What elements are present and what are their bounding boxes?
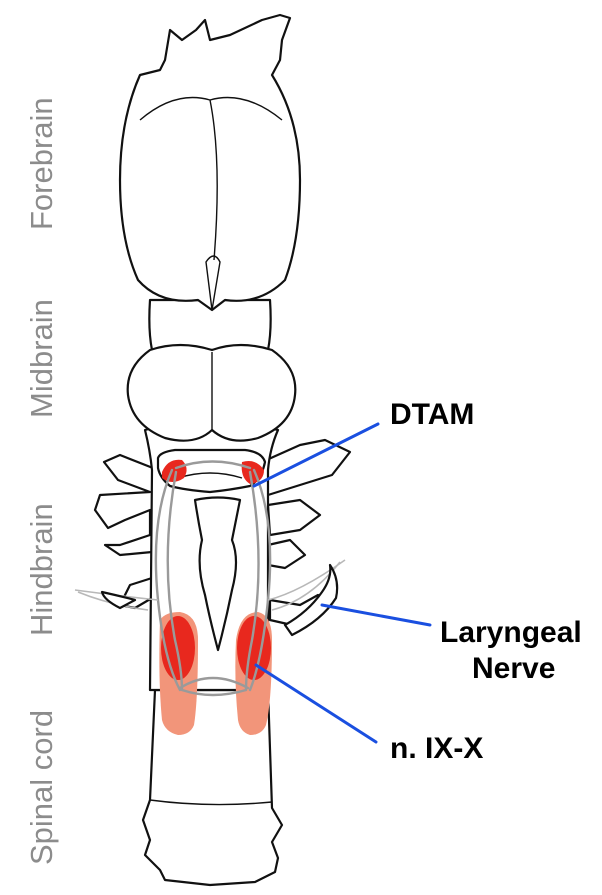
label-hindbrain: Hindbrain: [24, 503, 59, 636]
laryngeal-leader-line: [322, 605, 430, 625]
label-midbrain: Midbrain: [24, 299, 59, 418]
forebrain: [120, 15, 300, 310]
nucleus-leader-line: [256, 665, 376, 742]
label-spinal-cord: Spinal cord: [24, 710, 59, 865]
label-forebrain: Forebrain: [24, 97, 59, 230]
callout-laryngeal-line2: Nerve: [472, 652, 555, 685]
midbrain-tectum: [128, 300, 296, 441]
callout-laryngeal-line1: Laryngeal: [440, 616, 582, 649]
callout-dtam: DTAM: [390, 398, 474, 431]
callout-nucleus-ix-x: n. IX-X: [390, 732, 483, 765]
hindbrain-left-nerves: [95, 455, 158, 608]
